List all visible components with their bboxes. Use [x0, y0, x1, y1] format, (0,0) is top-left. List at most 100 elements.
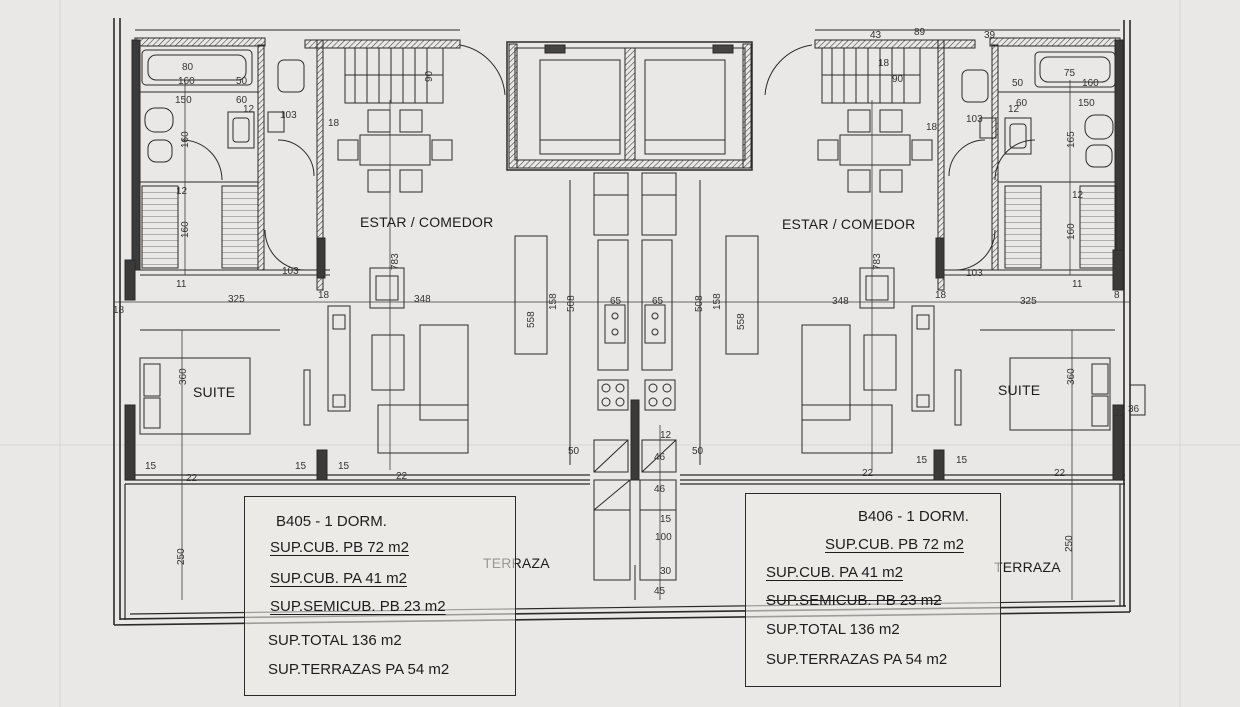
- dimension-label: 18: [935, 290, 947, 301]
- dimension-label: 250: [176, 548, 187, 565]
- dimension-label: 325: [228, 294, 245, 305]
- dimension-label: 360: [1066, 368, 1077, 385]
- dimension-label: 89: [914, 27, 926, 38]
- dimension-label: 43: [870, 30, 882, 41]
- dimension-label: 50: [568, 446, 580, 457]
- dimension-label: 348: [832, 296, 849, 307]
- dimension-label: 508: [694, 295, 705, 312]
- dimension-label: 22: [1054, 468, 1066, 479]
- unit-area-terraces: SUP.TERRAZAS PA 54 m2: [766, 651, 948, 668]
- dimension-label: 160: [180, 131, 191, 148]
- dimension-label: 22: [396, 471, 408, 482]
- dimension-label: 558: [526, 311, 537, 328]
- dimension-label: 100: [655, 532, 672, 543]
- dimension-label: 165: [1066, 131, 1077, 148]
- dimension-label: 50: [236, 76, 248, 87]
- dimension-label: 75: [1064, 68, 1076, 79]
- dimension-label: 150: [1078, 98, 1095, 109]
- dimension-label: 160: [1066, 223, 1077, 240]
- dimension-axis: [114, 80, 1130, 600]
- dimension-label: 15: [295, 461, 307, 472]
- dimension-label: 15: [916, 455, 928, 466]
- dimension-label: 18: [328, 118, 340, 129]
- dimension-label: 15: [660, 514, 672, 525]
- dimension-label: 45: [654, 586, 666, 597]
- dimension-label: 103: [282, 266, 299, 277]
- dimension-label: 30: [660, 566, 672, 577]
- dimension-label: 103: [966, 268, 983, 279]
- dimension-label: 60: [1016, 98, 1028, 109]
- dimension-label: 39: [984, 30, 996, 41]
- dimension-label: 46: [654, 452, 666, 463]
- unit-area-semicovered: SUP.SEMICUB. PB 23 m2: [270, 598, 446, 615]
- dimension-label: 783: [390, 253, 401, 270]
- dimension-label: 158: [712, 293, 723, 310]
- dimension-label: 22: [1114, 408, 1126, 419]
- dimension-label: 160: [1082, 78, 1099, 89]
- dimension-label: 103: [280, 110, 297, 121]
- right-unit: [764, 29, 1146, 481]
- dimension-label: 65: [652, 296, 664, 307]
- unit-area-total: SUP.TOTAL 136 m2: [268, 632, 402, 649]
- dimension-label: 558: [736, 313, 747, 330]
- room-label-suite-left: SUITE: [193, 384, 236, 400]
- dimension-label: 11: [176, 279, 187, 290]
- dimension-label: 18: [318, 290, 330, 301]
- room-label-living-right: ESTAR / COMEDOR: [782, 216, 916, 232]
- dimension-label: 12: [1008, 104, 1020, 115]
- dimension-label: 18: [113, 305, 125, 316]
- dimension-label: 15: [956, 455, 968, 466]
- dimension-label: 12: [1072, 190, 1084, 201]
- dimension-label: 15: [338, 461, 350, 472]
- dimension-label: 783: [872, 253, 883, 270]
- dimension-label: 158: [548, 293, 559, 310]
- unit-area-covered-pb: SUP.CUB. PB 72 m2: [825, 536, 964, 553]
- dimension-label: 250: [1064, 535, 1075, 552]
- dimension-label: 12: [176, 186, 188, 197]
- dimension-label: 160: [178, 76, 195, 87]
- dimension-label: 325: [1020, 296, 1037, 307]
- unit-name: B405 - 1 DORM.: [276, 513, 387, 530]
- dimension-label: 80: [182, 62, 194, 73]
- dimension-label: 8: [1114, 290, 1120, 301]
- dimension-label: 150: [175, 95, 192, 106]
- dimension-label: 22: [186, 473, 198, 484]
- dimension-label: 22: [862, 468, 874, 479]
- dimension-label: 160: [180, 221, 191, 238]
- dimension-label: 50: [692, 446, 704, 457]
- unit-area-covered-pa: SUP.CUB. PA 41 m2: [270, 570, 408, 587]
- dimension-label: 15: [145, 461, 157, 472]
- dimension-label: 12: [660, 430, 672, 441]
- unit-area-covered-pb: SUP.CUB. PB 72 m2: [270, 539, 409, 556]
- unit-area-terraces: SUP.TERRAZAS PA 54 m2: [268, 661, 450, 678]
- terrace-boundary: [124, 474, 1125, 620]
- dimension-label: 90: [424, 70, 435, 82]
- central-shafts: [514, 172, 759, 600]
- dimension-label: 90: [892, 74, 904, 85]
- dimension-label: 18: [878, 58, 890, 69]
- dimension-label: 65: [610, 296, 622, 307]
- dimension-label: 103: [966, 114, 983, 125]
- dimension-label: 18: [926, 122, 938, 133]
- unit-area-covered-pa: SUP.CUB. PA 41 m2: [766, 564, 904, 581]
- dimension-label: 60: [236, 95, 248, 106]
- room-label-living-left: ESTAR / COMEDOR: [360, 214, 494, 230]
- elevator-core: [506, 41, 753, 171]
- dimension-label: 348: [414, 294, 431, 305]
- unit-name: B406 - 1 DORM.: [858, 508, 969, 525]
- dimension-label: 36: [1128, 404, 1140, 415]
- unit-area-semicovered: SUP.SEMICUB. PB 23 m2: [766, 592, 942, 609]
- left-unit: [124, 29, 506, 481]
- dimension-label: 46: [654, 484, 666, 495]
- dimension-label: 508: [566, 295, 577, 312]
- room-label-terrace-right: TERRAZA: [994, 559, 1061, 575]
- room-label-suite-right: SUITE: [998, 382, 1041, 398]
- unit-info-box-b405: [244, 496, 516, 696]
- unit-info-box-b406: [745, 493, 1001, 687]
- dimension-label: 50: [1012, 78, 1024, 89]
- dimension-label: 360: [178, 368, 189, 385]
- dimension-label: 12: [243, 104, 255, 115]
- unit-area-total: SUP.TOTAL 136 m2: [766, 621, 900, 638]
